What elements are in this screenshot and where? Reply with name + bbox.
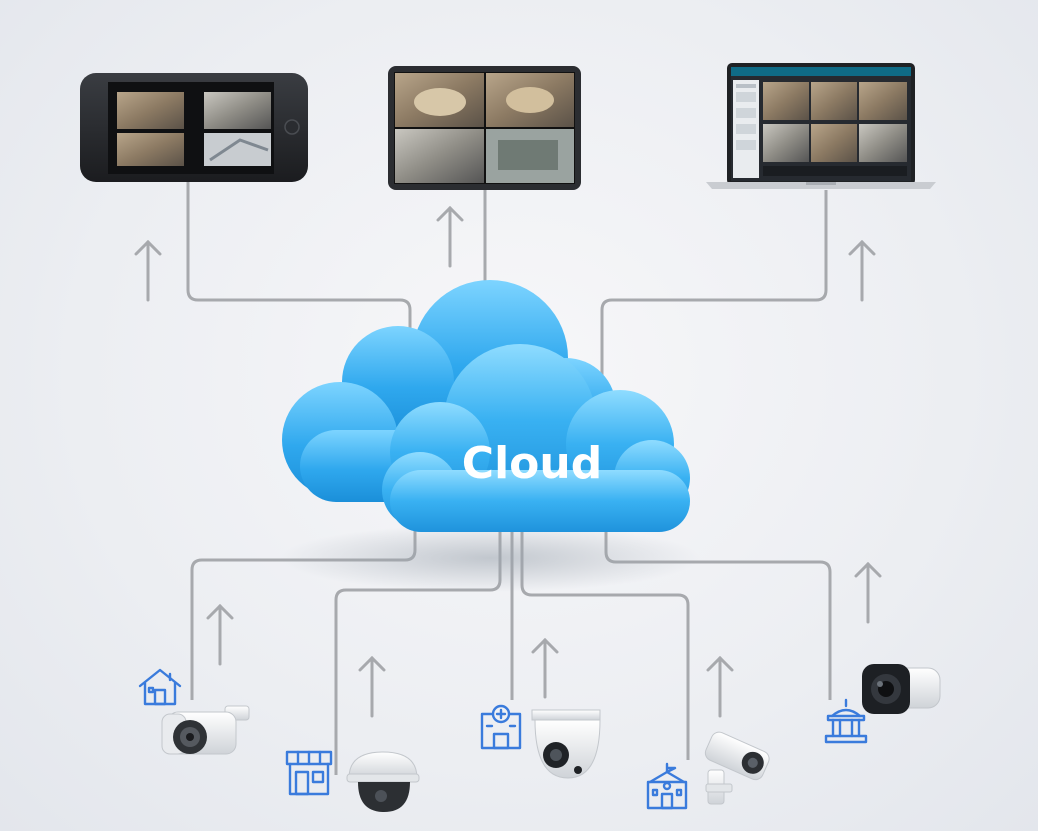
arrow-up-icon (358, 655, 386, 718)
school-icon (646, 762, 688, 810)
sidebar-panel (733, 80, 759, 178)
store-icon (285, 750, 333, 796)
arrow-up-icon (134, 239, 162, 302)
cloud-shadow (280, 524, 700, 592)
cloud: Cloud (280, 280, 700, 592)
hospital-icon (480, 704, 522, 750)
arrow-up-icon (854, 561, 882, 624)
arrow-up-icon (531, 637, 559, 699)
site-icons (138, 668, 868, 810)
arrow-up-icon (848, 239, 876, 302)
upload-arrows-top (134, 205, 876, 302)
connector-laptop (600, 190, 828, 380)
tablet-viewer (388, 66, 581, 190)
cloud-label: Cloud (462, 438, 602, 489)
viewer-connectors (186, 182, 828, 380)
camera-feed-grid (763, 82, 907, 176)
turret-camera (531, 709, 601, 779)
dome-camera (346, 751, 420, 812)
house-icon (138, 668, 182, 706)
cloud-front (382, 344, 690, 532)
home-button-icon (284, 119, 300, 135)
camera-feed-grid (117, 92, 271, 166)
smartphone-viewer (80, 73, 308, 182)
mini-bullet-camera (862, 664, 941, 714)
upload-arrows-bottom (206, 561, 882, 718)
bullet-camera (161, 705, 250, 755)
laptop-viewer (706, 63, 936, 189)
camera-feed-grid (395, 73, 574, 183)
connector-smartphone (186, 182, 412, 330)
arrow-up-icon (706, 655, 734, 718)
arrow-up-icon (436, 205, 464, 268)
box-camera (704, 731, 770, 805)
government-building-icon (824, 698, 868, 744)
arrow-up-icon (206, 603, 234, 666)
